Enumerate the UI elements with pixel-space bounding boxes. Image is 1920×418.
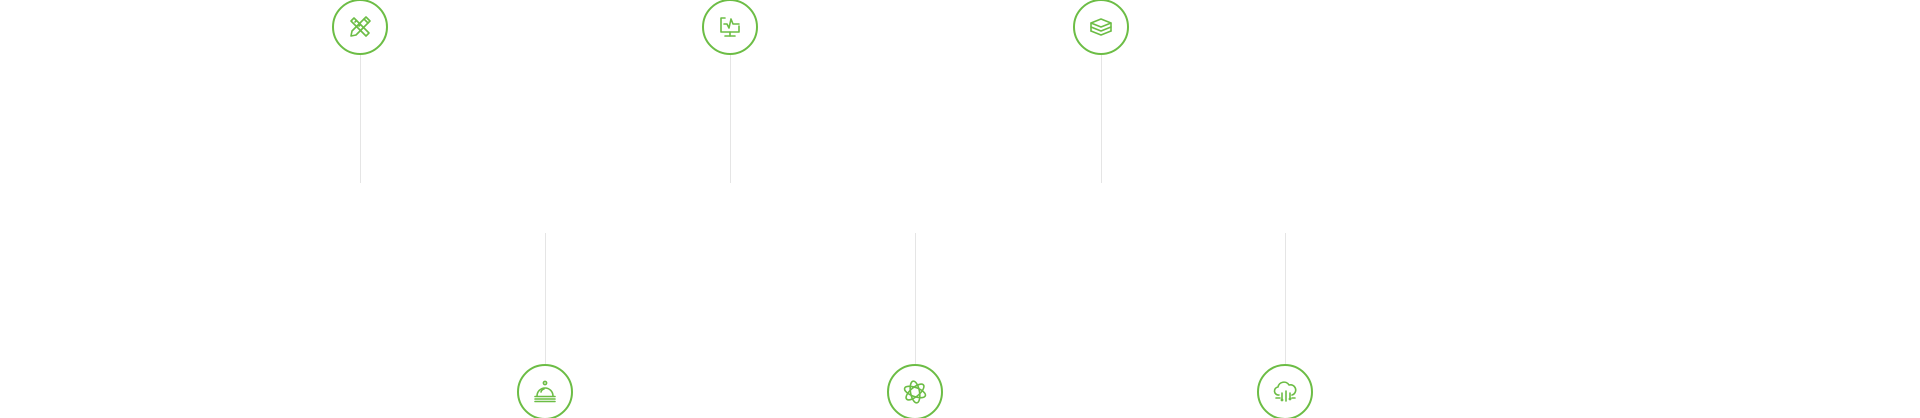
cloud-network-icon [1273,381,1297,402]
connector-line [730,55,731,183]
timeline-node-6 [1257,364,1313,418]
connector-line [915,233,916,364]
timeline-node-3 [1073,0,1129,55]
connector-line [545,233,546,364]
timeline-node-4 [517,364,573,418]
atom-flower-icon [903,380,927,404]
connector-line [360,55,361,183]
pencil-ruler-icon [350,16,371,37]
stacked-layers-icon [1090,18,1112,36]
timeline-node-5 [887,364,943,418]
connector-line [1285,233,1286,364]
timeline-node-1 [332,0,388,55]
service-bell-icon [534,380,556,403]
monitor-pulse-icon [720,17,740,37]
connector-line [1101,55,1102,183]
timeline-node-2 [702,0,758,55]
